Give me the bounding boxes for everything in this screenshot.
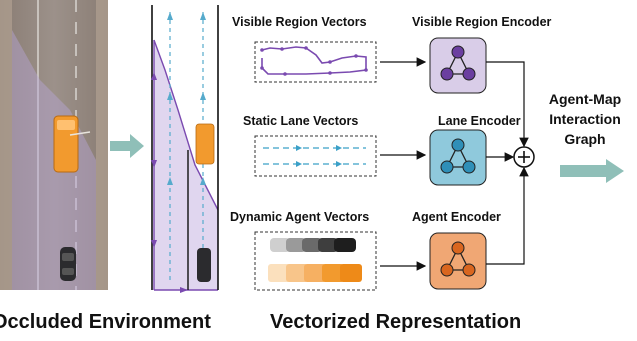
agent-vectors-panel (254, 231, 377, 291)
visible-encoder-box (429, 37, 487, 94)
agent-encoder-box (429, 232, 487, 290)
agent-vectors-title: Dynamic Agent Vectors (230, 210, 369, 224)
visible-vectors-panel (254, 41, 377, 83)
graph-label-line3: Graph (564, 131, 605, 147)
arrow-visible-to-sum (486, 61, 529, 148)
aerial-scene (0, 0, 108, 290)
vector-map (151, 5, 219, 293)
vectorized-representation-caption: Vectorized Representation (270, 311, 522, 333)
dark-car (60, 247, 76, 281)
lane-encoder-box (429, 129, 487, 186)
lane-vectors-title: Static Lane Vectors (243, 114, 358, 128)
teal-arrow-right (560, 159, 624, 183)
orange-truck (53, 115, 91, 173)
graph-label-line2: Interaction (549, 111, 621, 127)
occluded-environment-caption: Occluded Environment (0, 311, 211, 333)
agent-encoder-title: Agent Encoder (412, 210, 501, 224)
lane-encoder-title: Lane Encoder (438, 114, 521, 128)
visible-vectors-title: Visible Region Vectors (232, 15, 367, 29)
sum-node-icon (513, 146, 535, 168)
lane-vectors-panel (254, 135, 377, 177)
teal-arrow-left (110, 134, 144, 158)
visible-encoder-title: Visible Region Encoder (412, 15, 552, 29)
arrow-agent-to-sum (486, 166, 529, 265)
graph-label-line1: Agent-Map (549, 91, 621, 107)
